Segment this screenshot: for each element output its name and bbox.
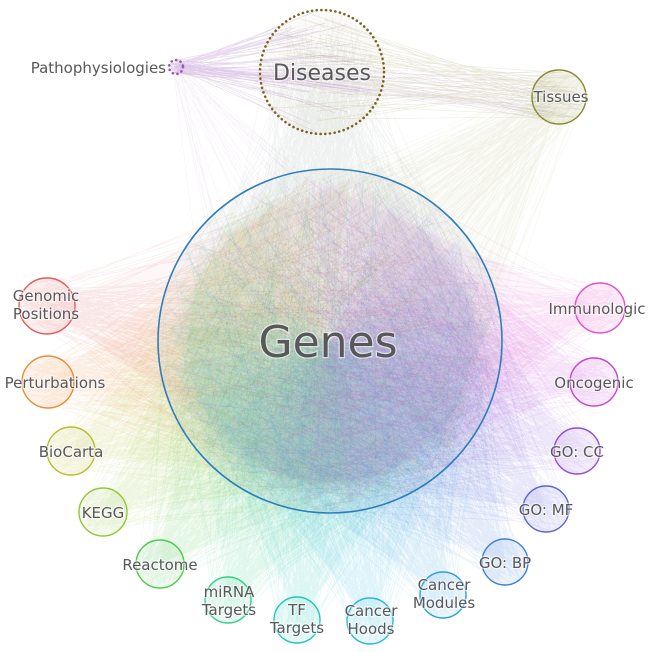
edge-lines (22, 170, 498, 510)
node-pathophysiologies[interactable] (167, 58, 185, 76)
label-layer: Genes Diseases PathophysiologiesTissuesGen… (3, 58, 646, 640)
node-perturbations[interactable] (21, 355, 75, 409)
node-reactome[interactable] (135, 539, 185, 589)
edge-fan-tissues-genes (165, 69, 585, 506)
edge-wash (167, 321, 493, 620)
node-oncogenic[interactable] (569, 357, 619, 407)
label-go_bp: GO: BP (479, 554, 531, 572)
label-biocarta: BioCarta (39, 443, 104, 461)
label-oncogenic: Oncogenic (554, 374, 633, 392)
edge-lines (162, 183, 499, 622)
edge-lines (167, 192, 625, 511)
edge-wash (168, 317, 492, 621)
node-genomic_positions[interactable] (18, 277, 76, 335)
label-perturbations: Perturbations (5, 374, 106, 392)
edge-wash (178, 281, 482, 600)
edge-wash (71, 190, 394, 492)
edge-wash (180, 274, 480, 595)
node-go_cc[interactable] (553, 427, 601, 475)
node-diseases[interactable] (258, 8, 386, 136)
edge-lines (171, 60, 583, 119)
edge-fan-immunologic-genes (167, 178, 625, 511)
edge-lines (161, 189, 485, 617)
edge-lines (170, 60, 497, 505)
edge-lines (176, 183, 528, 584)
edge-fan-pathophysiologies-diseases (168, 10, 377, 133)
label-genes: Genes (258, 317, 397, 368)
edge-wash (229, 212, 546, 509)
node-go_bp[interactable] (481, 538, 529, 586)
edge-lines (165, 69, 585, 506)
label-tissues: Tissues (532, 88, 588, 106)
edge-lines (165, 178, 600, 510)
node-layer (18, 8, 626, 645)
node-tf_targets[interactable] (273, 596, 321, 644)
edge-wash (48, 179, 354, 503)
edge-lines (136, 177, 497, 588)
label-go_mf: GO: MF (519, 501, 574, 519)
node-tissues[interactable] (531, 69, 587, 125)
edge-fan-go_mf-genes (183, 172, 568, 533)
node-mirna_targets[interactable] (204, 576, 252, 624)
edge-wash (310, 178, 600, 504)
edge-wash (304, 179, 594, 503)
edge-lines (269, 12, 584, 124)
node-cancer_modules[interactable] (419, 571, 467, 619)
node-biocarta[interactable] (46, 426, 96, 476)
edge-fan-tissues-diseases (269, 12, 584, 124)
node-immunologic[interactable] (574, 282, 626, 334)
edge-fan-go_cc-genes (165, 178, 600, 510)
edge-fan-diseases-genes (163, 11, 500, 502)
label-diseases: Diseases (273, 61, 371, 86)
edge-lines (173, 171, 493, 642)
edge-lines (79, 170, 496, 535)
edge-lines (171, 174, 498, 644)
node-kegg[interactable] (78, 487, 128, 537)
edge-fan-cancer_modules-genes (161, 189, 485, 617)
edge-fan-tf_targets-genes (167, 171, 493, 642)
edge-lines (183, 172, 568, 533)
edge-wash (47, 178, 351, 504)
edge-fan-cancer_hoods-genes (168, 174, 498, 644)
edge-fan-pathophysiologies-tissues (171, 60, 583, 119)
edge-fan-oncogenic-genes (183, 175, 617, 503)
label-go_cc: GO: CC (550, 443, 604, 461)
edge-layer (19, 10, 625, 644)
label-pathophysiologies: Pathophysiologies (31, 59, 166, 77)
edge-fan-kegg-genes (79, 170, 496, 535)
label-reactome: Reactome (122, 556, 197, 574)
edge-wash (103, 210, 429, 512)
edge-lines (48, 174, 490, 511)
edge-lines (163, 11, 500, 502)
edge-wash (263, 191, 577, 491)
label-kegg: KEGG (82, 504, 125, 522)
edge-lines (183, 175, 617, 500)
edge-fan-genomic_positions-genes (19, 178, 498, 504)
node-genes[interactable] (157, 168, 503, 514)
node-cancer_hoods[interactable] (346, 597, 394, 645)
edge-lines (19, 194, 498, 497)
edge-fan-pathophysiologies-genes (170, 60, 497, 505)
edge-fan-mirna_targets-genes (162, 183, 499, 622)
edge-fan-biocarta-genes (48, 174, 490, 511)
label-immunologic: Immunologic (548, 300, 645, 318)
edge-fan-perturbations-genes (22, 170, 498, 510)
edge-lines (168, 10, 377, 133)
node-go_mf[interactable] (522, 485, 570, 533)
